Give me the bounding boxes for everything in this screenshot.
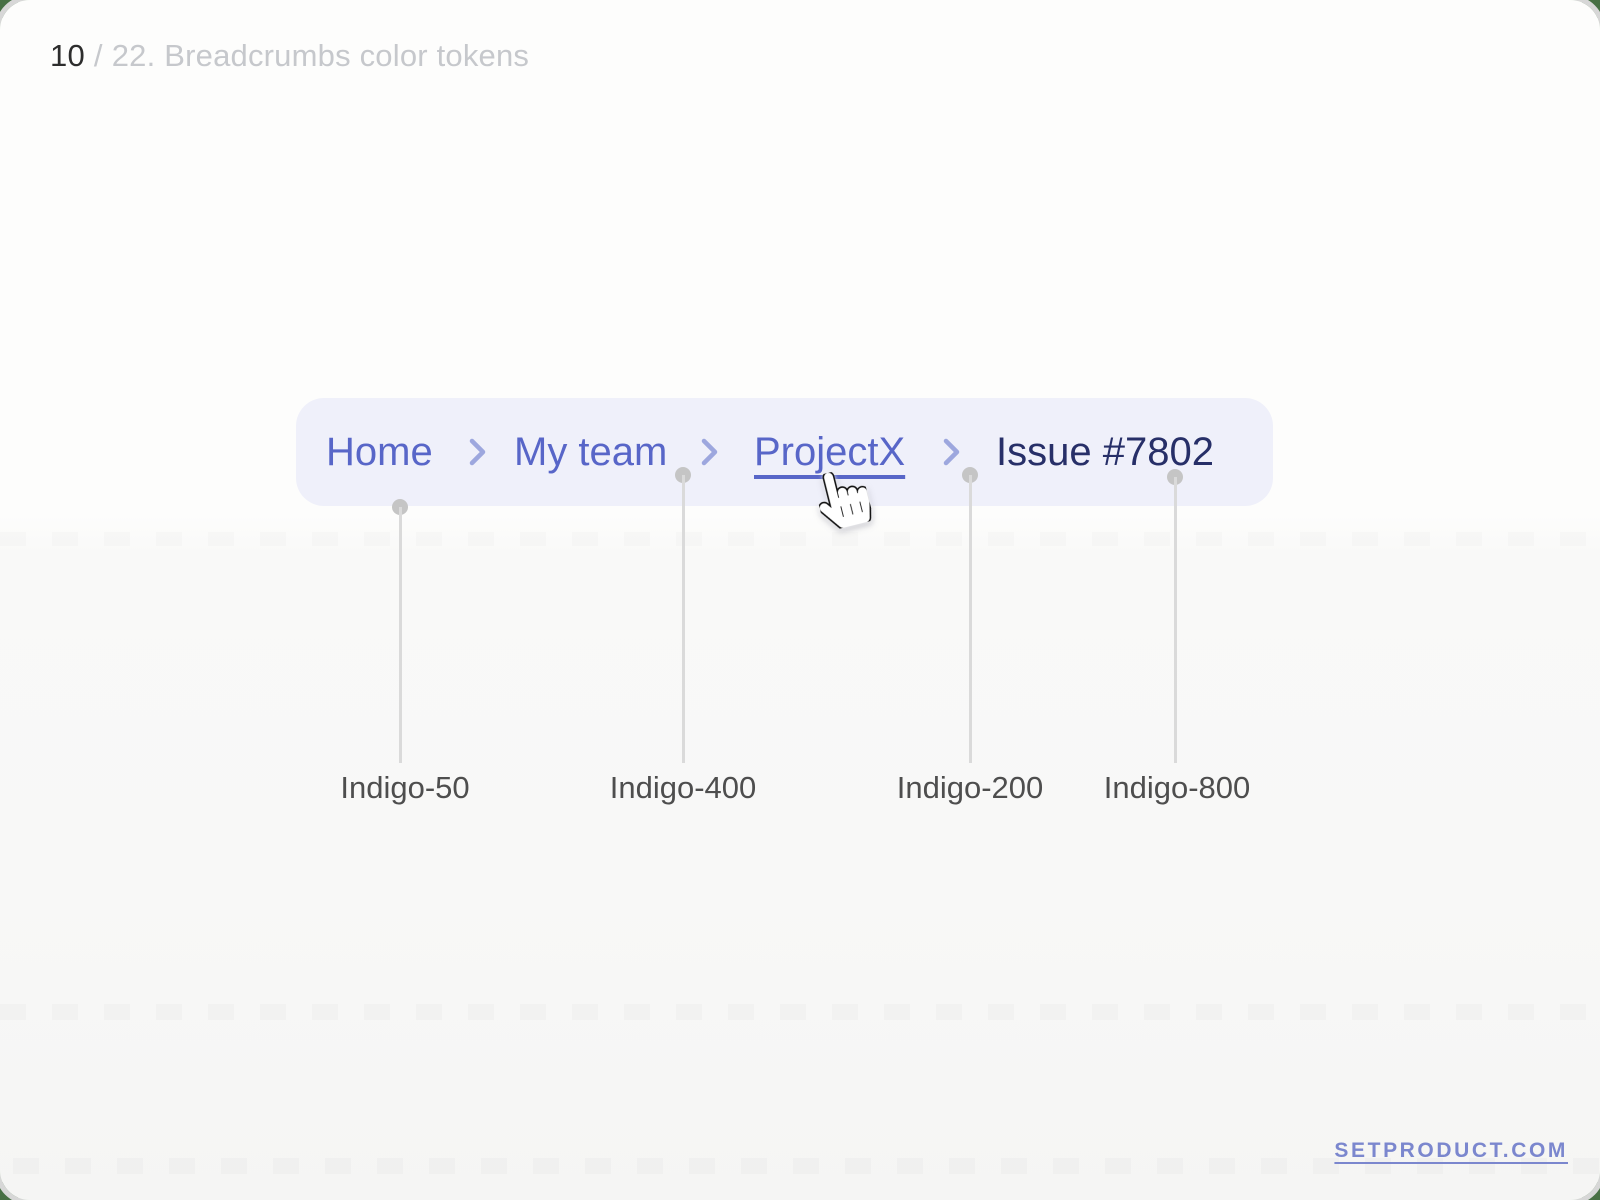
setproduct-link[interactable]: SETPRODUCT.COM (1334, 1139, 1568, 1162)
slide-header: 10/22. Breadcrumbs color tokens (50, 38, 529, 74)
chevron-right-icon (701, 438, 718, 466)
annotation-line (682, 475, 685, 763)
pointer-hand-cursor-icon (818, 471, 872, 530)
breadcrumbs-bar: Home My team ProjectX Issue #7802 (296, 398, 1273, 506)
annotation-line (399, 507, 402, 763)
annotation-line (1174, 477, 1177, 763)
slide-title: 22. Breadcrumbs color tokens (111, 38, 530, 73)
breadcrumb-item-my-team[interactable]: My team (514, 430, 668, 474)
token-label-indigo-200: Indigo-200 (896, 770, 1044, 805)
token-label-indigo-400: Indigo-400 (609, 770, 757, 805)
token-label-indigo-800: Indigo-800 (1103, 770, 1251, 805)
chevron-right-icon (943, 438, 960, 466)
breadcrumb-item-projectx[interactable]: ProjectX (754, 430, 906, 474)
token-label-indigo-50: Indigo-50 (340, 770, 470, 805)
page-number-divider: / (93, 38, 103, 73)
breadcrumb-item-home[interactable]: Home (326, 430, 433, 474)
annotation-line (969, 475, 972, 763)
page-number: 10 (50, 38, 85, 73)
breadcrumb-item-current-issue: Issue #7802 (996, 430, 1214, 474)
chevron-right-icon (469, 438, 486, 466)
